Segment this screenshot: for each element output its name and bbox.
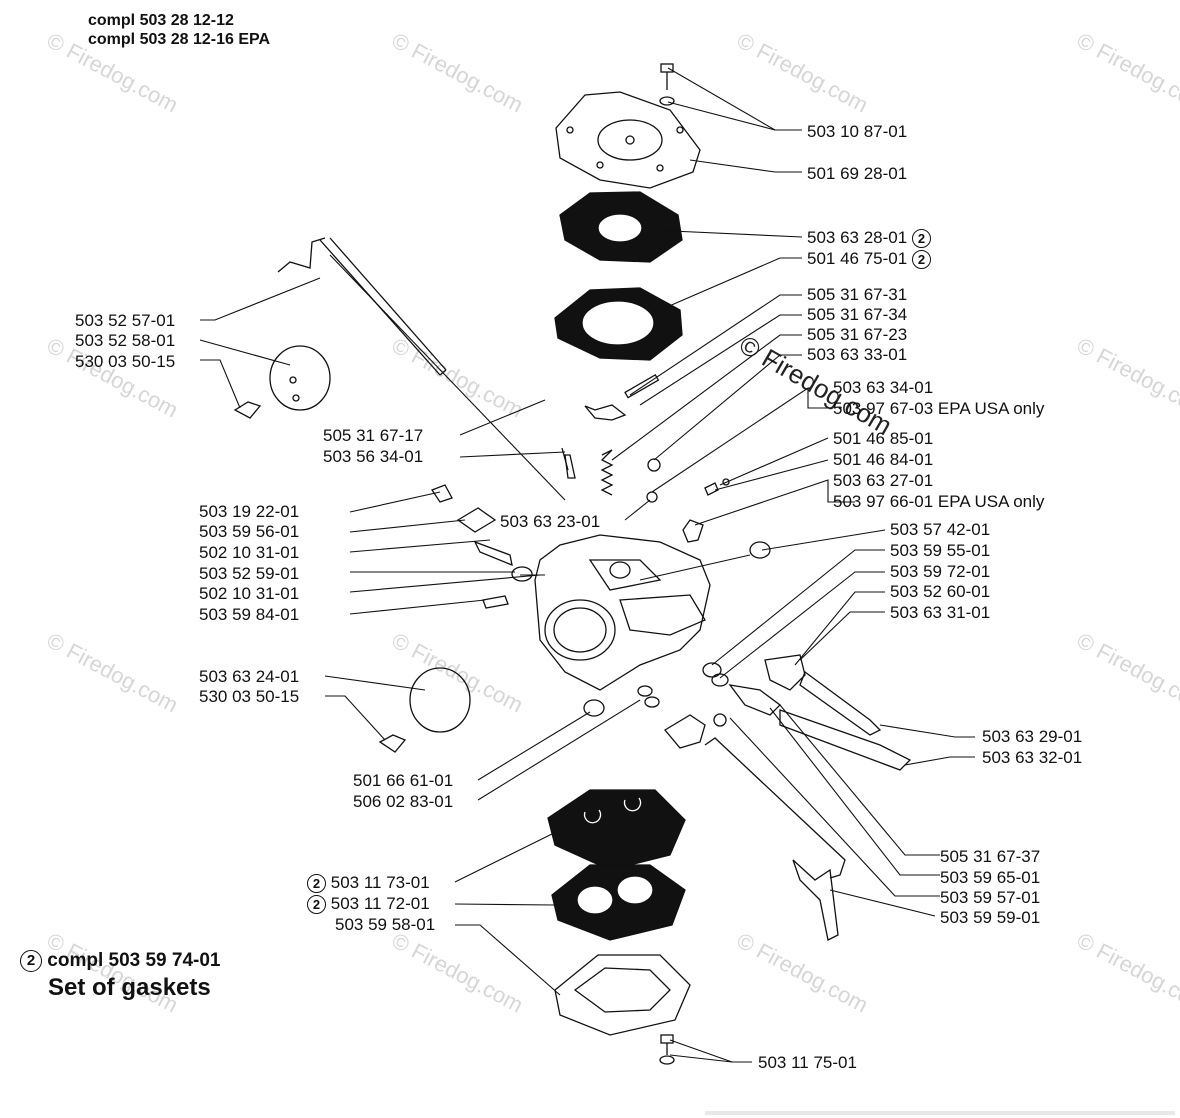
- part-label: 503 59 84-01: [199, 605, 300, 624]
- part-label: 530 03 50-15: [75, 352, 176, 371]
- pump-gasket-part: [551, 864, 686, 941]
- inlet-lever-part: [584, 404, 627, 421]
- part-label: 503 63 27-01: [833, 471, 934, 490]
- part-label: 503 52 59-01: [199, 564, 300, 583]
- gasket-set-mark: 2: [307, 874, 326, 894]
- part-label: 503 52 60-01: [890, 582, 991, 601]
- part-label: 2 503 11 73-01: [307, 873, 430, 894]
- part-label: 501 46 84-01: [833, 450, 934, 469]
- part-label: 503 59 72-01: [890, 562, 991, 581]
- part-label: 503 59 65-01: [940, 868, 1041, 887]
- cover-screw-part: [659, 63, 675, 106]
- part-label: 501 46 85-01: [833, 429, 934, 448]
- part-label: 2 503 11 72-01: [307, 894, 430, 915]
- part-label: 505 31 67-17: [323, 426, 424, 445]
- choke-lever-part: [664, 713, 727, 749]
- choke-shaft-part: [704, 737, 846, 941]
- plug-part: [749, 541, 771, 559]
- gasket-set-mark: 2: [20, 950, 42, 972]
- metering-diaphragm-part: [559, 191, 683, 263]
- part-label: 505 31 67-31: [807, 285, 908, 304]
- part-label: 505 31 67-34: [807, 305, 908, 324]
- part-label: 503 52 57-01: [75, 311, 176, 330]
- part-label: 503 56 34-01: [323, 447, 424, 466]
- welch-plug-part: [583, 685, 660, 717]
- pin-part: [624, 374, 660, 399]
- part-label: 503 63 32-01: [982, 748, 1083, 767]
- part-label: 503 97 66-01 EPA USA only: [833, 492, 1045, 511]
- part-label: 503 59 58-01: [335, 915, 436, 934]
- part-label: 503 59 55-01: [890, 541, 991, 560]
- part-label: 501 69 28-01: [807, 164, 908, 183]
- gasket-set-mark: 2: [307, 895, 326, 915]
- part-label: 503 11 75-01: [758, 1053, 857, 1072]
- gasket-set-mark: 2: [911, 229, 931, 249]
- choke-screw-part: [378, 734, 407, 753]
- part-label: 503 63 23-01: [500, 512, 601, 531]
- part-label: 501 66 61-01: [353, 771, 454, 790]
- pump-diaphragm-part: [547, 789, 686, 871]
- pump-cover-screw-part: [659, 1034, 675, 1065]
- part-label: 501 46 75-01 2: [807, 249, 931, 270]
- part-label: 503 63 33-01: [807, 345, 908, 364]
- gasket-set-number: 2 compl 503 59 74-01: [20, 950, 221, 972]
- adjust-screw-part: [431, 484, 533, 609]
- gasket-set-title: Set of gaskets: [48, 974, 211, 1001]
- gasket-set-mark: 2: [911, 250, 931, 270]
- part-label: 505 31 67-37: [940, 847, 1041, 866]
- part-label: 503 19 22-01: [199, 502, 300, 521]
- part-label: 503 57 42-01: [890, 520, 991, 539]
- o-ring-part: [702, 662, 729, 687]
- part-label: 503 63 24-01: [199, 667, 300, 686]
- part-label: 503 59 59-01: [940, 908, 1041, 927]
- choke-plate-part: [409, 667, 471, 733]
- part-label: 503 97 67-03 EPA USA only: [833, 399, 1045, 418]
- part-label: 503 59 57-01: [940, 888, 1041, 907]
- throttle-plate-part: [269, 345, 331, 411]
- part-label: 503 63 31-01: [890, 603, 991, 622]
- part-label: 503 10 87-01: [807, 122, 908, 141]
- check-valve-part: [704, 478, 730, 496]
- assembly-title-2: compl 503 28 12-16 EPA: [88, 31, 271, 48]
- plate-screw-part: [233, 401, 262, 419]
- diaphragm-cover-part: [555, 91, 701, 189]
- metering-gasket-part: [554, 287, 683, 361]
- part-label: 502 10 31-01: [199, 584, 300, 603]
- part-label: 503 63 29-01: [982, 727, 1083, 746]
- spring-part: [600, 449, 614, 496]
- carburetor-body-part: [534, 534, 711, 691]
- part-label: 505 31 67-23: [807, 325, 908, 344]
- part-label: 530 03 50-15: [199, 687, 300, 706]
- part-label: 503 63 34-01: [833, 378, 934, 397]
- part-label: 503 63 28-01 2: [807, 228, 931, 249]
- throttle-shaft-part: [277, 237, 447, 376]
- part-label: 502 10 31-01: [199, 543, 300, 562]
- part-label: 503 59 56-01: [199, 522, 300, 541]
- fuel-screen-part: [682, 519, 704, 543]
- pump-cover-part: [554, 954, 691, 1036]
- part-label: 503 52 58-01: [75, 331, 176, 350]
- part-label: 506 02 83-01: [353, 792, 454, 811]
- assembly-title-1: compl 503 28 12-12: [88, 12, 234, 29]
- bottom-divider: [705, 1111, 1175, 1115]
- screen-part: [646, 458, 661, 503]
- leader-lines: [199, 67, 975, 1063]
